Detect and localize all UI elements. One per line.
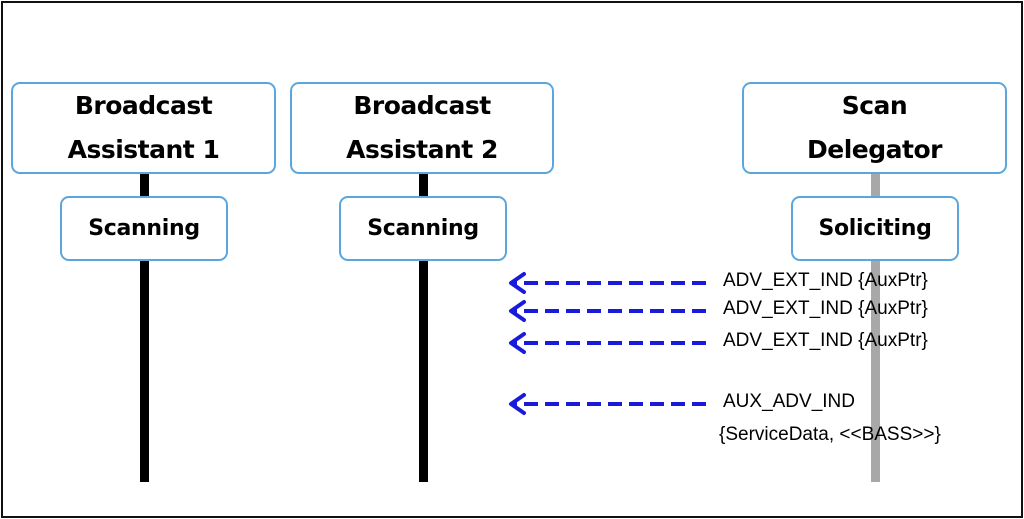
message-label-3: ADV_EXT_IND {AuxPtr} [723,330,928,351]
state-broadcast-assistant-1: Scanning [60,196,228,261]
lifeline-scan-delegator [871,172,880,482]
participant-label: Broadcast Assistant 1 [67,91,220,164]
message-detail-4: {ServiceData, <<BASS>>} [719,424,941,445]
state-scan-delegator: Soliciting [791,196,959,261]
participant-broadcast-assistant-1: Broadcast Assistant 1 [11,82,276,174]
message-arrow-4 [509,393,706,415]
state-label: Scanning [88,216,200,241]
participant-broadcast-assistant-2: Broadcast Assistant 2 [290,82,554,174]
message-label-2: ADV_EXT_IND {AuxPtr} [723,298,928,319]
message-arrow-3 [509,332,706,354]
state-broadcast-assistant-2: Scanning [339,196,507,261]
state-label: Soliciting [818,216,932,241]
lifeline-broadcast-assistant-1 [140,172,149,482]
message-label-4: AUX_ADV_IND [723,391,855,412]
participant-scan-delegator: Scan Delegator [742,82,1007,174]
message-arrow-1 [509,272,706,294]
participant-label: Broadcast Assistant 2 [346,91,498,164]
participant-label: Scan Delegator [807,91,942,164]
state-label: Scanning [367,216,479,241]
lifeline-broadcast-assistant-2 [419,172,428,482]
message-arrow-2 [509,300,706,322]
message-label-1: ADV_EXT_IND {AuxPtr} [723,270,928,291]
